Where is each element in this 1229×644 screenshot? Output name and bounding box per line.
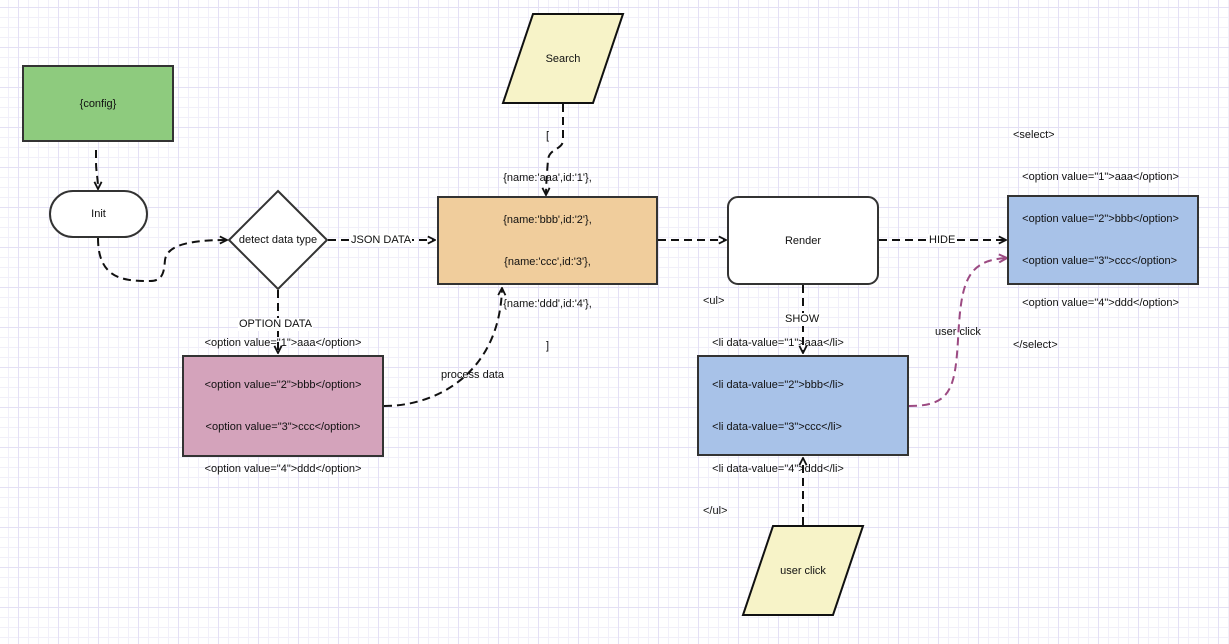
edge-config-init xyxy=(96,150,98,189)
search-label: Search xyxy=(545,52,581,65)
select-line: <option value="3">ccc</option> xyxy=(1013,255,1178,267)
json-line: [ xyxy=(545,129,550,142)
edge-label-process-data: process data xyxy=(441,369,504,381)
option-line: <option value="4">ddd</option> xyxy=(204,463,362,475)
json-line: ] xyxy=(545,339,550,352)
user-click-node[interactable]: user click xyxy=(743,526,863,615)
init-label: Init xyxy=(91,208,106,220)
json-data-lines: [ {name:'aaa',id:'1'}, {name:'bbb',id:'2… xyxy=(503,101,592,381)
json-line: {name:'aaa',id:'1'}, xyxy=(503,171,592,184)
init-terminator-shape[interactable] xyxy=(49,190,148,238)
render-node[interactable]: Render xyxy=(728,197,878,284)
edge-options-json xyxy=(383,288,502,407)
json-data-node[interactable]: [ {name:'aaa',id:'1'}, {name:'bbb',id:'2… xyxy=(437,130,658,352)
init-node[interactable]: Init xyxy=(50,191,147,237)
select-lines: <select> <option value="1">aaa</option> … xyxy=(1013,100,1179,380)
user-click-label: user click xyxy=(780,564,826,577)
detect-decision-shape[interactable] xyxy=(227,189,329,291)
detect-label: detect data type xyxy=(238,234,318,246)
edge-ul-select xyxy=(908,258,1007,407)
ul-node[interactable]: <ul> <li data-value="1">aaa</li> <li dat… xyxy=(697,295,909,517)
edge-label-show: SHOW xyxy=(784,313,821,326)
select-line: <option value="1">aaa</option> xyxy=(1013,171,1179,183)
ul-lines: <ul> <li data-value="1">aaa</li> <li dat… xyxy=(703,266,844,546)
option-line: <option value="1">aaa</option> xyxy=(204,337,362,349)
ul-line: <li data-value="1">aaa</li> xyxy=(703,336,844,349)
edge-search-json xyxy=(546,104,564,195)
ul-line: </ul> xyxy=(703,504,728,517)
config-node[interactable]: {config} xyxy=(22,65,174,142)
json-line: {name:'ddd',id:'4'}, xyxy=(503,297,592,310)
search-node[interactable]: Search xyxy=(503,14,623,103)
ul-line: <li data-value="2">bbb</li> xyxy=(703,378,844,391)
select-line: <select> xyxy=(1013,129,1055,141)
ul-line: <li data-value="3">ccc</li> xyxy=(703,420,842,433)
option-line: <option value="2">bbb</option> xyxy=(204,379,362,391)
option-data-node[interactable]: <option value="1">aaa</option> <option v… xyxy=(182,337,384,475)
json-line: {name:'bbb',id:'2'}, xyxy=(503,213,592,226)
edge-label-option-data: OPTION DATA xyxy=(238,318,313,331)
select-line: </select> xyxy=(1013,339,1058,351)
edge-label-json-data: JSON DATA xyxy=(350,234,413,247)
search-parallelogram-shape[interactable] xyxy=(501,13,625,104)
edge-label-user-click: user click xyxy=(935,326,981,338)
select-line: <option value="4">ddd</option> xyxy=(1013,297,1179,309)
select-line: <option value="2">bbb</option> xyxy=(1013,213,1179,225)
ul-line: <ul> xyxy=(703,294,725,307)
userclick-parallelogram-shape[interactable] xyxy=(741,525,865,616)
config-label: {config} xyxy=(79,97,117,110)
edge-init-detect xyxy=(97,238,227,283)
render-rounded-shape[interactable] xyxy=(727,196,879,285)
option-line: <option value="3">ccc</option> xyxy=(205,421,361,433)
select-node[interactable]: <select> <option value="1">aaa</option> … xyxy=(1007,129,1199,351)
edge-label-hide: HIDE xyxy=(928,234,957,247)
json-line: {name:'ccc',id:'3'}, xyxy=(504,255,591,268)
ul-line: <li data-value="4">ddd</li> xyxy=(703,462,844,475)
render-label: Render xyxy=(784,234,822,247)
detect-node[interactable]: detect data type xyxy=(229,225,327,255)
option-data-lines: <option value="1">aaa</option> <option v… xyxy=(205,308,362,504)
